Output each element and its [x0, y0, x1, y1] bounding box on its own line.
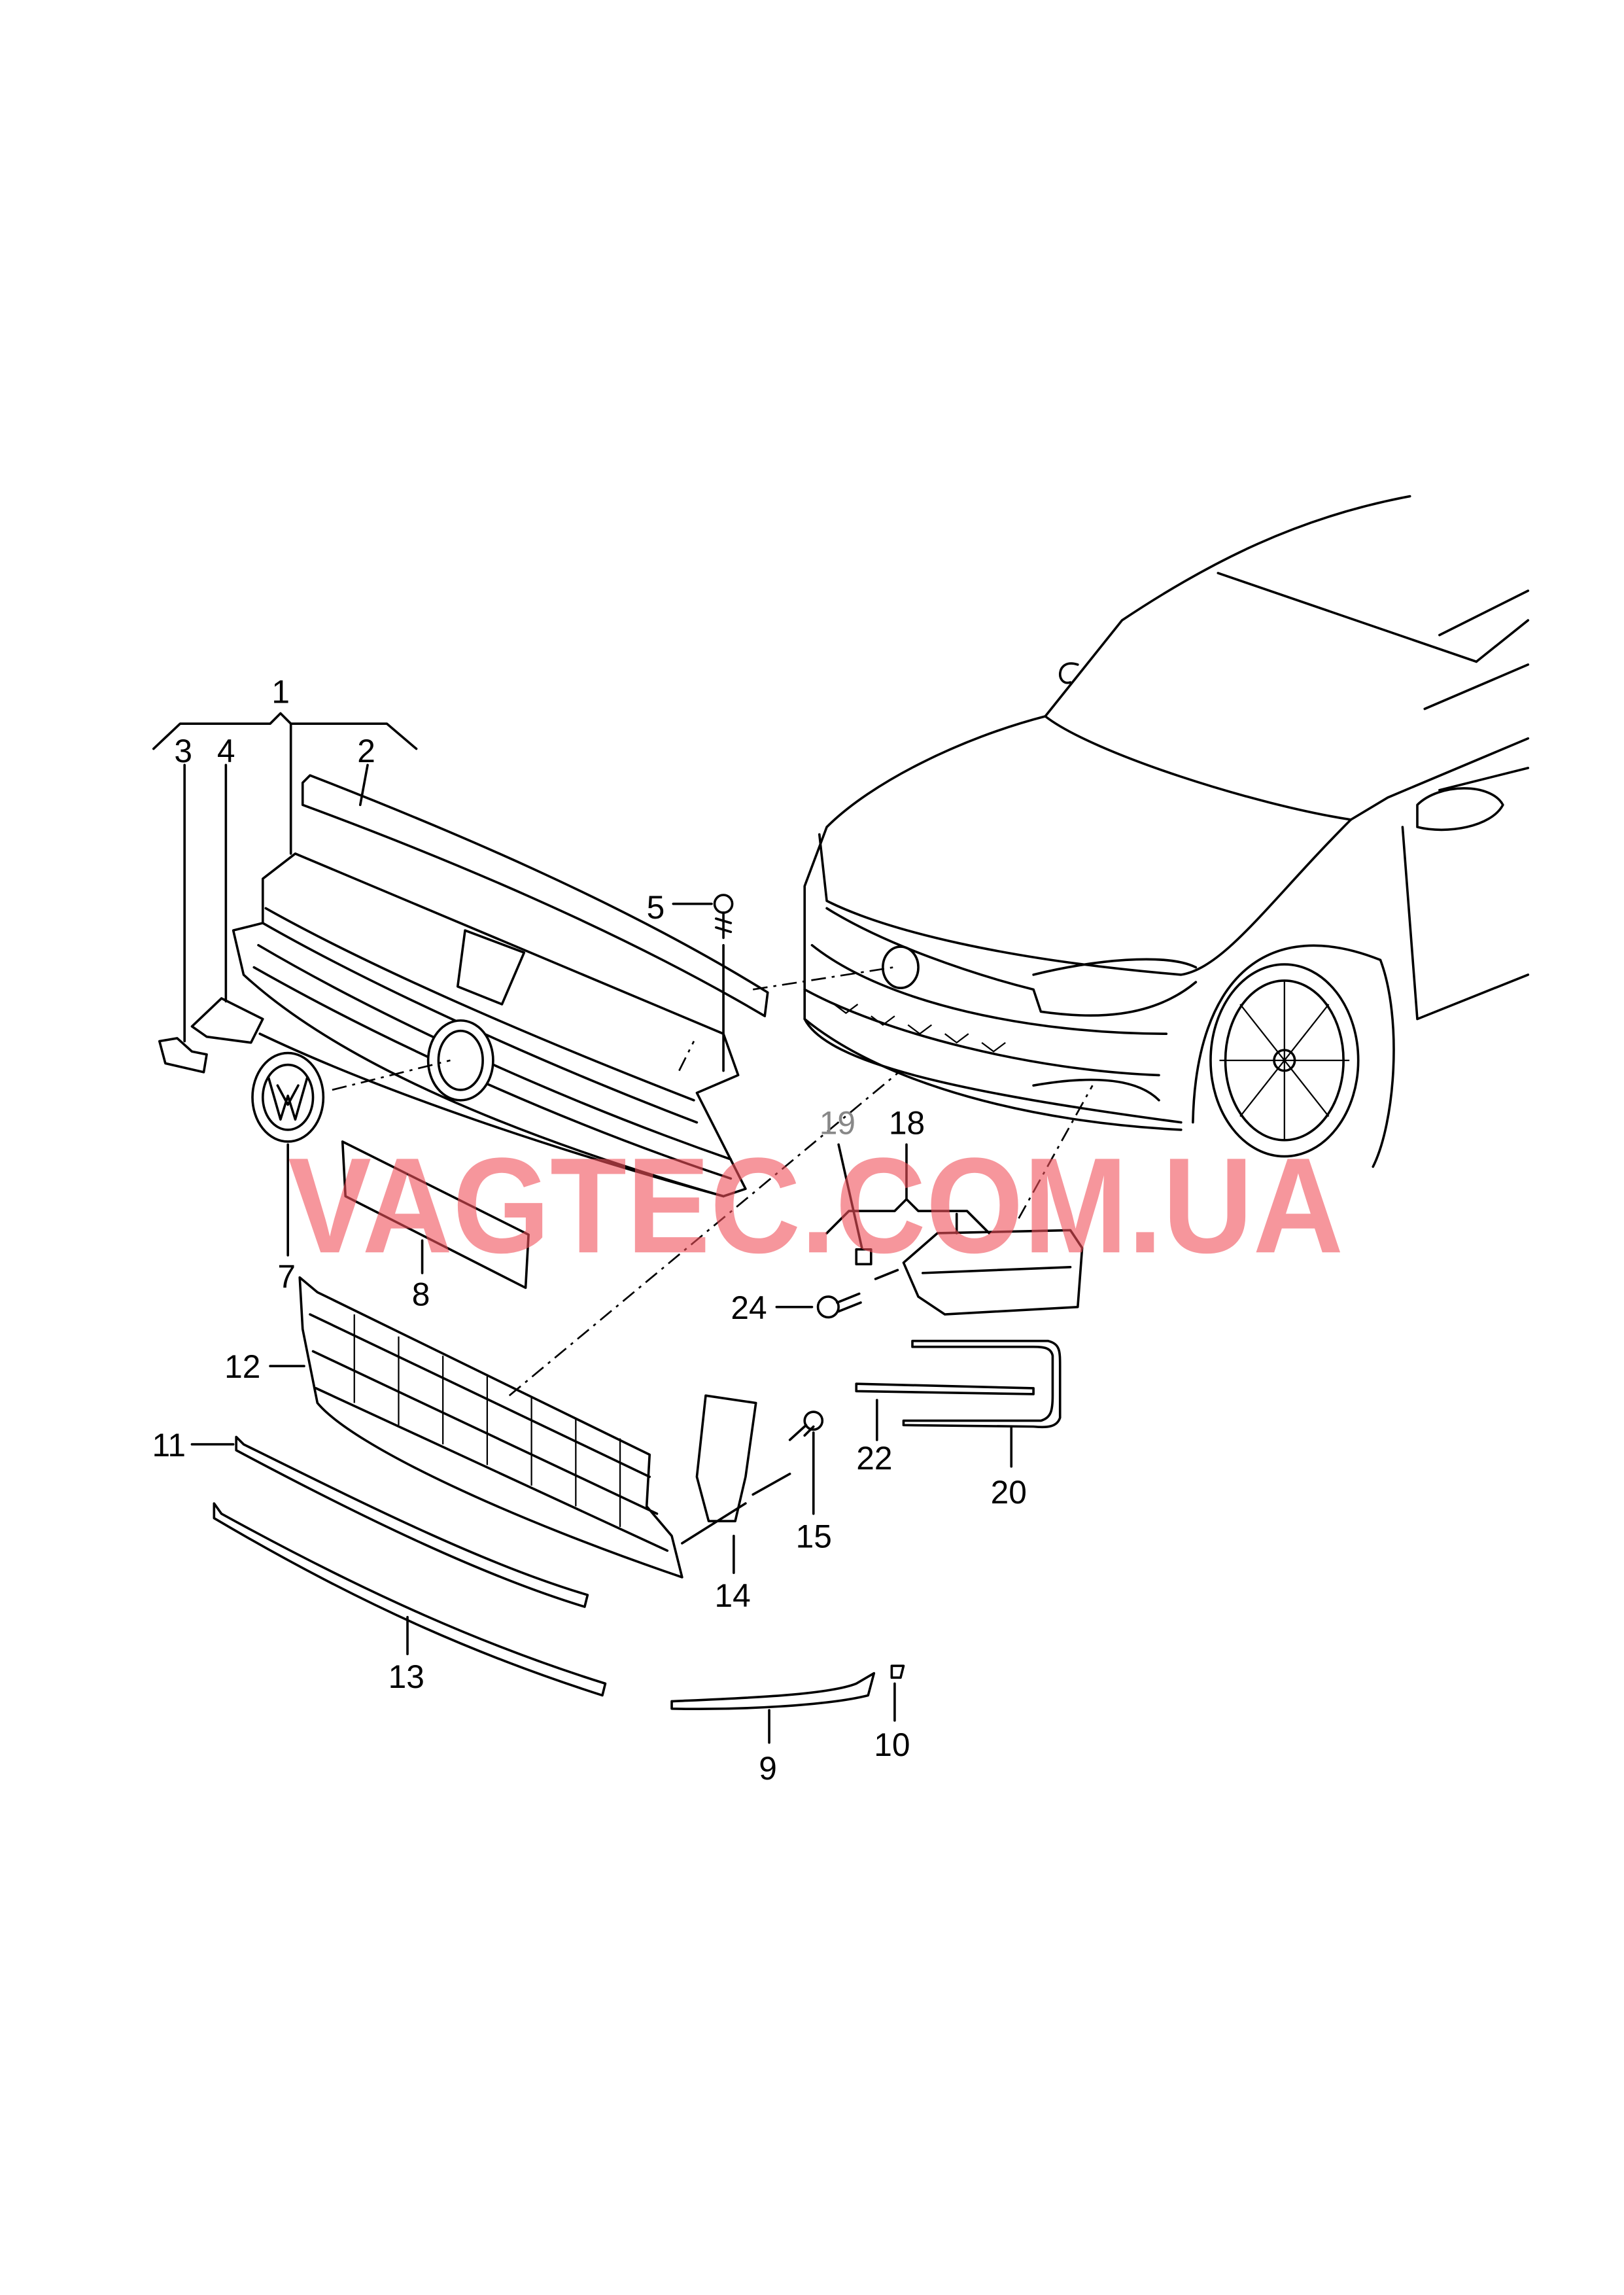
callout-3: 3	[174, 733, 192, 769]
callout-labels: 1 2 3 4 5 7 8 12 11 13 14 15 9 10 18 19 …	[152, 674, 1026, 1787]
part-screw-15	[788, 1410, 824, 1441]
callout-7: 7	[277, 1258, 296, 1295]
part-radiator-grille	[232, 852, 747, 1198]
part-bracket-14	[695, 1394, 757, 1522]
part-vw-emblem	[251, 1051, 325, 1143]
callout-14: 14	[715, 1577, 751, 1614]
callout-19: 19	[820, 1105, 855, 1142]
part-upper-trim-strip	[301, 774, 769, 1017]
callout-10: 10	[874, 1726, 910, 1763]
leader-lines	[152, 712, 1094, 1744]
part-fog-light-cover-18	[902, 1229, 1084, 1316]
callout-22: 22	[856, 1440, 892, 1477]
callout-13: 13	[389, 1658, 424, 1695]
callout-12: 12	[224, 1348, 260, 1385]
part-badge-bracket	[190, 997, 264, 1044]
part-trim-9	[670, 1672, 876, 1710]
callout-9: 9	[759, 1750, 777, 1787]
car-illustration	[803, 495, 1530, 1168]
callout-15: 15	[796, 1518, 832, 1555]
part-license-plate-bracket	[341, 1140, 530, 1289]
callout-5: 5	[647, 889, 665, 926]
part-screw-5	[713, 894, 734, 939]
part-lower-grille	[298, 1276, 683, 1579]
callout-20: 20	[991, 1474, 1027, 1511]
callout-1: 1	[271, 674, 290, 710]
part-trim-strip-13	[213, 1502, 607, 1697]
callout-18: 18	[889, 1105, 925, 1142]
watermark: VAGTEC.COM.UA	[288, 1130, 1343, 1282]
part-r-line-badge	[158, 1037, 208, 1074]
callout-2: 2	[357, 733, 375, 769]
part-clip-19	[855, 1248, 872, 1266]
part-trim-strip-11	[235, 1435, 589, 1608]
part-chrome-trim-20	[902, 1339, 1062, 1429]
part-chrome-trim-22	[855, 1382, 1035, 1395]
callout-4: 4	[217, 733, 235, 769]
part-clip-10	[890, 1664, 905, 1679]
callout-8: 8	[412, 1276, 430, 1313]
part-bolt-24	[816, 1292, 862, 1319]
callout-24: 24	[731, 1289, 767, 1326]
callout-11: 11	[152, 1427, 186, 1463]
